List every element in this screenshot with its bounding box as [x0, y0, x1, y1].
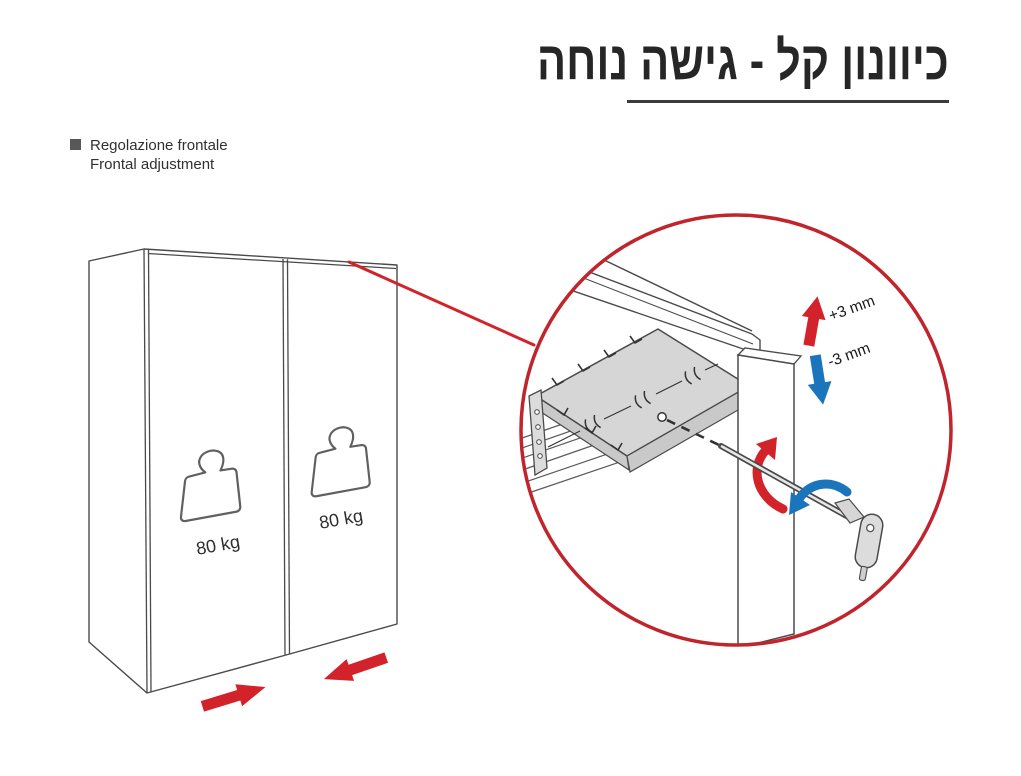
caption-block: Regolazione frontale Frontal adjustment: [70, 136, 228, 174]
cabinet-outline: [88, 248, 398, 694]
caption-bullet-icon: [70, 139, 81, 150]
carriage-fitting: [528, 328, 753, 477]
rotate-ccw-arrow-icon: [752, 437, 788, 514]
carriage-hooks: [551, 335, 643, 452]
callout-pointer-line: [347, 260, 536, 347]
slide-right-arrow-icon: [199, 676, 269, 718]
detail-circle-bg: [521, 215, 951, 645]
door-divider-line: [282, 258, 286, 656]
title-underline: [627, 100, 949, 103]
detail-circle: +3 mm -3 mm: [519, 213, 953, 647]
detail-circle-outline: [519, 213, 953, 647]
carriage-slots: [547, 363, 719, 448]
slide-left-arrow-icon: [320, 646, 391, 690]
adjustment-screw-icon: [657, 412, 667, 422]
rotate-cw-arrow-icon: [789, 479, 852, 515]
caption-lines: Regolazione frontale Frontal adjustment: [90, 136, 228, 174]
tool-handle: [833, 498, 884, 582]
page-title-text: כיוונון קל - גישה נוחה: [537, 31, 949, 91]
page-title: כיוונון קל - גישה נוחה: [434, 28, 949, 98]
mounting-bracket: [528, 388, 548, 477]
hex-key-shaft: [718, 443, 855, 522]
left-door-edge-line: [143, 248, 148, 694]
door-divider-line2: [286, 259, 291, 655]
caption-line-italian: Regolazione frontale: [90, 137, 228, 154]
detail-contents: +3 mm -3 mm: [521, 215, 884, 645]
wardrobe-illustration: 80 kg 80 kg: [88, 248, 536, 718]
caption-line-english: Frontal adjustment: [90, 156, 215, 173]
access-axis-dashed-line: [666, 418, 720, 447]
left-door-edge-line2: [147, 249, 152, 693]
